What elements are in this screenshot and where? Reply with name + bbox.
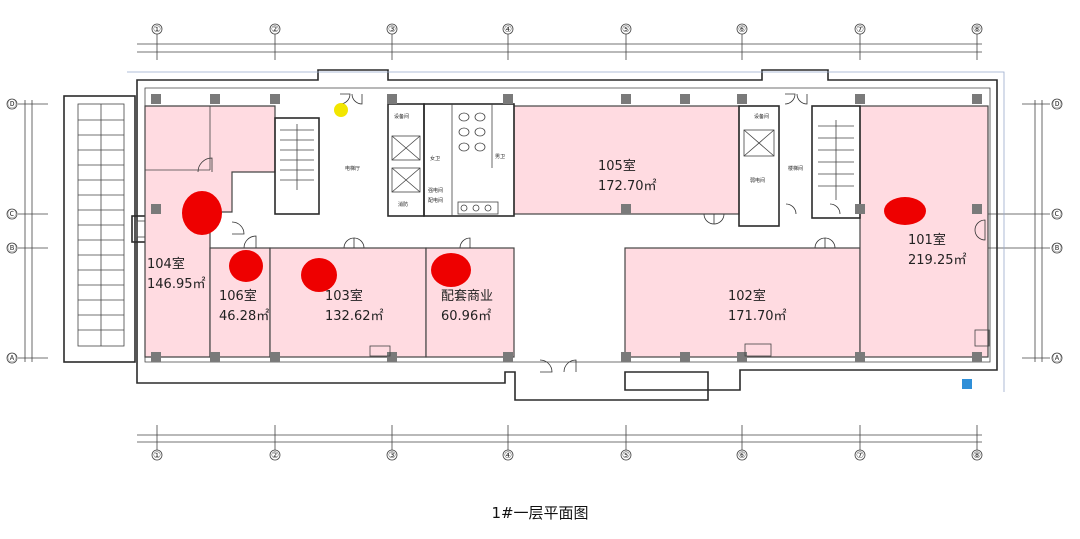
columns [151, 94, 982, 362]
axis-number: ④ [504, 25, 512, 35]
blue-marker [962, 379, 972, 389]
top-axis-numbers: ① ② ③ ④ ⑤ ⑥ ⑦ ⑧ [151, 23, 983, 35]
equip-left-label: 设备间 [394, 113, 409, 120]
room-peitao-name: 配套商业 [441, 288, 493, 304]
axis-number: ③ [388, 25, 396, 35]
elevator-hall-label: 电梯厅 [345, 165, 360, 172]
stair-room-label: 楼梯间 [788, 165, 803, 172]
room-102 [624, 247, 861, 358]
doors [197, 93, 986, 373]
room-101-name: 101室 [908, 232, 946, 248]
axis-number: ② [271, 451, 279, 461]
red-marker [229, 250, 263, 282]
axis-letter: Ⓑ [1052, 243, 1061, 254]
right-axis-letters: Ⓓ Ⓒ Ⓑ Ⓐ [985, 98, 1063, 364]
bottom-dimension-line [137, 425, 982, 450]
axis-number: ⑥ [738, 25, 746, 35]
axis-number: ⑤ [622, 25, 630, 35]
room-106-name: 106室 [219, 288, 257, 304]
room-105-area: 172.70㎡ [598, 179, 657, 194]
yellow-marker [334, 103, 348, 117]
axis-letter: Ⓐ [1052, 353, 1061, 364]
room-labels: 104室 146.95㎡ 106室 46.28㎡ 103室 132.62㎡ 配套… [147, 158, 967, 324]
axis-letter: Ⓒ [7, 209, 16, 220]
axis-letter: Ⓓ [7, 99, 16, 110]
axis-number: ④ [504, 451, 512, 461]
axis-letter: Ⓑ [7, 243, 16, 254]
rooms [144, 105, 989, 358]
red-marker [431, 253, 471, 287]
fire-label: 消防 [398, 201, 408, 208]
axis-number: ⑥ [738, 451, 746, 461]
axis-number: ⑦ [856, 451, 864, 461]
red-marker [182, 191, 222, 235]
room-104-name: 104室 [147, 256, 185, 272]
axis-number: ⑧ [973, 451, 981, 461]
weak-elec-label: 弱电间 [750, 177, 765, 184]
axis-number: ① [153, 451, 161, 461]
room-103-name: 103室 [325, 288, 363, 304]
core-left [274, 103, 515, 217]
room-104-area: 146.95㎡ [147, 277, 206, 292]
red-marker [884, 197, 926, 225]
room-103-area: 132.62㎡ [325, 309, 384, 324]
axis-number: ⑤ [622, 451, 630, 461]
top-dimension-line [137, 34, 982, 60]
plan-caption: 1#一层平面图 [491, 504, 589, 522]
red-marker [301, 258, 337, 292]
axis-letter: Ⓓ [1052, 99, 1061, 110]
core-right [738, 105, 990, 347]
markers [182, 103, 972, 389]
left-axis-letters: Ⓓ Ⓒ Ⓑ Ⓐ [6, 98, 48, 364]
room-103 [269, 247, 427, 358]
strong-elec-label: 强电间 [428, 187, 443, 194]
small-labels: 电梯厅 设备间 设备间 女卫 男卫 强电间 弱电间 配电间 消防 楼梯间 [345, 113, 803, 208]
axis-number: ③ [388, 451, 396, 461]
bottom-axis-numbers: ① ② ③ ④ ⑤ ⑥ ⑦ ⑧ [151, 449, 983, 461]
toilet-left-label: 女卫 [430, 155, 440, 162]
power-label: 配电间 [428, 197, 443, 204]
room-102-name: 102室 [728, 288, 766, 304]
toilet-right-label: 男卫 [495, 154, 505, 160]
room-peitao-area: 60.96㎡ [441, 309, 491, 324]
axis-letter: Ⓐ [7, 353, 16, 364]
equip-right-label: 设备间 [754, 113, 769, 120]
axis-number: ① [153, 25, 161, 35]
room-102-area: 171.70㎡ [728, 309, 787, 324]
room-105-name: 105室 [598, 158, 636, 174]
room-101 [859, 105, 989, 358]
axis-number: ⑦ [856, 25, 864, 35]
axis-letter: Ⓒ [1052, 209, 1061, 220]
axis-number: ② [271, 25, 279, 35]
room-101-area: 219.25㎡ [908, 253, 967, 268]
room-106-area: 46.28㎡ [219, 309, 269, 324]
room-105 [513, 105, 740, 215]
axis-number: ⑧ [973, 25, 981, 35]
